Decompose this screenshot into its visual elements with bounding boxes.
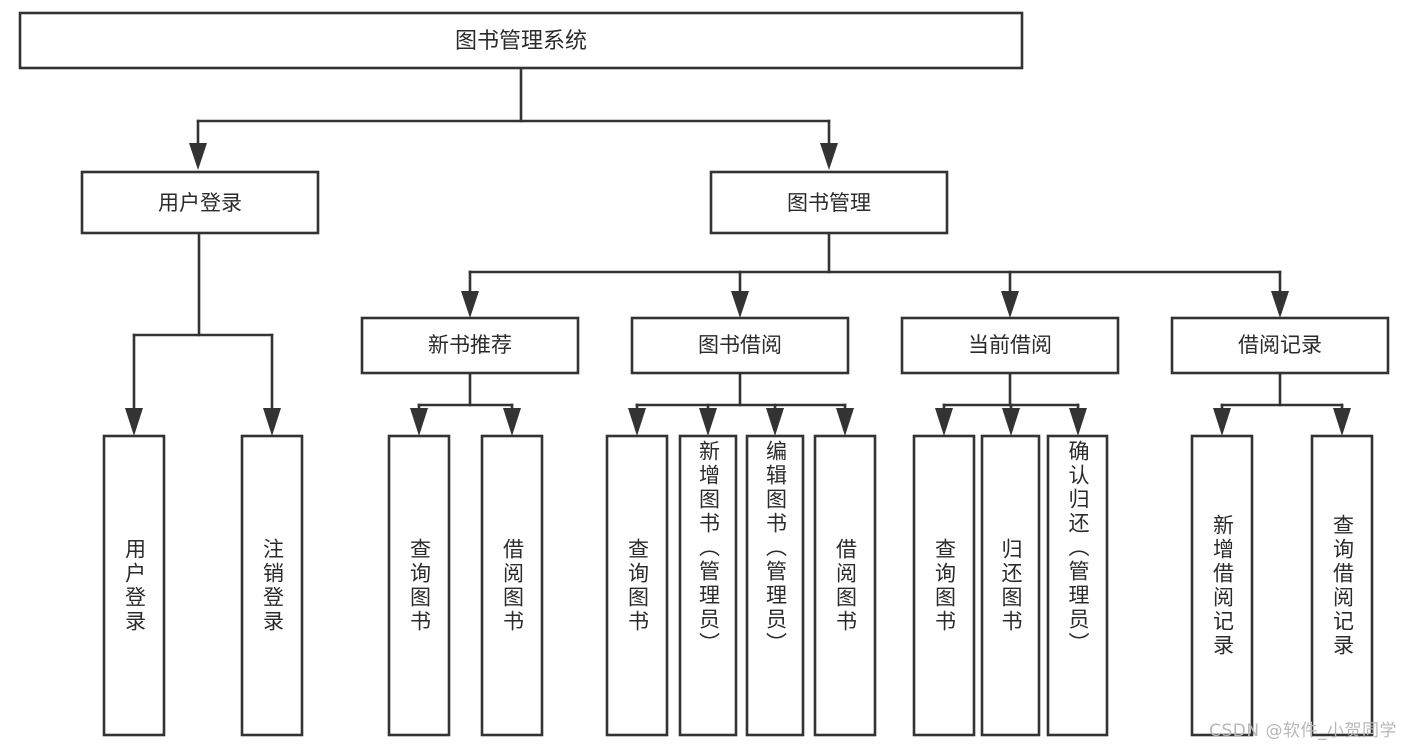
node-book-manage[interactable] (709, 170, 949, 235)
leaf-box-query-book-c[interactable] (912, 434, 976, 737)
connector-group-user-login (125, 231, 281, 436)
node-book-borrow[interactable] (630, 316, 850, 375)
arrow-to-leaf-return-book (1002, 408, 1020, 436)
connector-group-current-borrow (935, 371, 1087, 436)
node-book-borrow-label: 图书借阅 (698, 333, 782, 357)
node-root-label: 图书管理系统 (455, 29, 587, 54)
leaf-box-borrow-book-a[interactable] (480, 434, 544, 737)
node-new-book-recommend[interactable] (360, 316, 580, 375)
leaf-box-edit-book-admin[interactable] (745, 434, 805, 737)
leaf-box-add-book-admin[interactable] (678, 434, 738, 737)
node-root-book-system[interactable] (18, 11, 1024, 70)
node-user-login[interactable] (80, 170, 320, 235)
arrow-to-leaf-edit-book (766, 408, 784, 436)
arrow-to-leaf-add-book (699, 408, 717, 436)
leaf-box-return-book[interactable] (980, 434, 1041, 737)
arrow-to-leaf-query-book-c (935, 408, 953, 436)
leaf-box-query-book-b[interactable] (605, 434, 669, 737)
arrow-to-leaf-query-book-b (628, 408, 646, 436)
connector-group-book-manage (461, 232, 1289, 318)
arrow-to-borrow-record (1271, 291, 1289, 318)
connector-group-new-book-rec (410, 371, 521, 436)
arrow-to-new-book-rec (461, 291, 479, 318)
arrow-to-current-borrow (1001, 291, 1019, 318)
csdn-watermark: CSDN @软件_小贺同学 (1209, 721, 1397, 741)
arrow-to-leaf-user-login (125, 408, 143, 436)
arrow-to-leaf-borrow-book-a (503, 408, 521, 436)
leaf-box-borrow-book-b[interactable] (813, 434, 877, 737)
leaf-box-user-login[interactable] (102, 434, 166, 737)
leaf-box-query-borrow-record[interactable] (1310, 434, 1374, 737)
node-new-book-recommend-label: 新书推荐 (428, 333, 512, 357)
connector-group-borrow-record (1213, 371, 1351, 436)
node-book-manage-label: 图书管理 (787, 191, 871, 215)
arrow-to-leaf-logout (263, 408, 281, 436)
node-current-borrow[interactable] (900, 316, 1120, 375)
leaf-box-add-borrow-record[interactable] (1190, 434, 1254, 737)
node-current-borrow-label: 当前借阅 (968, 333, 1052, 357)
node-user-login-label: 用户登录 (158, 191, 242, 215)
leaf-box-confirm-return-admin[interactable] (1046, 434, 1109, 737)
leaf-box-query-book-a[interactable] (387, 434, 451, 737)
leaf-box-logout[interactable] (240, 434, 304, 737)
arrow-to-leaf-query-book-a (410, 408, 428, 436)
arrow-to-leaf-query-record (1333, 408, 1351, 436)
arrow-to-user-login (189, 143, 207, 170)
node-borrow-record[interactable] (1170, 316, 1390, 375)
arrow-to-book-borrow (731, 291, 749, 318)
arrow-to-leaf-confirm-return (1069, 408, 1087, 436)
node-borrow-record-label: 借阅记录 (1238, 333, 1322, 357)
connector-group-root (189, 66, 838, 170)
arrow-to-leaf-borrow-book-b (836, 408, 854, 436)
arrow-to-leaf-add-record (1213, 408, 1231, 436)
arrow-to-book-manage (820, 143, 838, 170)
connector-group-book-borrow (628, 371, 854, 436)
